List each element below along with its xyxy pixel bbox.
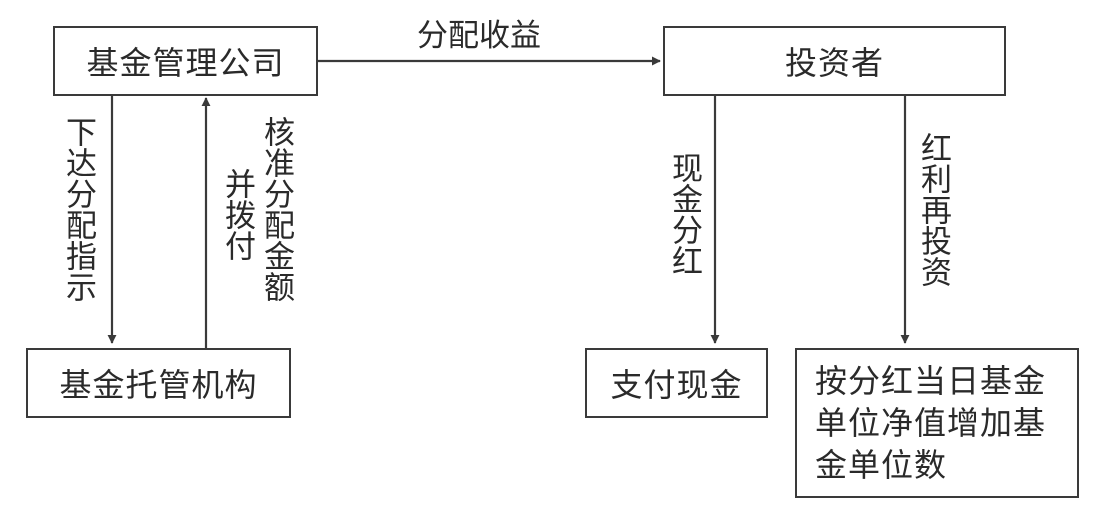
custodian-box: 基金托管机构 <box>26 348 291 418</box>
custodian-label: 基金托管机构 <box>59 366 258 404</box>
verify-amount-label: 核准分配金额 <box>258 116 294 302</box>
fund-company-box: 基金管理公司 <box>53 26 318 96</box>
dividend-reinvest-label: 红利再投资 <box>915 132 951 287</box>
issue-instruction-label: 下达分配指示 <box>60 116 96 302</box>
distribute-income-label: 分配收益 <box>417 18 541 54</box>
reinvest-result-line-1: 按分红当日基金 <box>815 362 1047 400</box>
cash-payment-label: 支付现金 <box>610 366 743 404</box>
reinvest-result-line-3: 金单位数 <box>815 446 948 484</box>
investor-box: 投资者 <box>663 26 1006 96</box>
cash-payment-box: 支付现金 <box>585 348 768 418</box>
cash-dividend-label: 现金分红 <box>666 152 702 276</box>
reinvest-result-box: 按分红当日基金 单位净值增加基 金单位数 <box>795 348 1079 498</box>
investor-label: 投资者 <box>784 44 884 82</box>
and-allocate-label: 并拨付 <box>219 168 255 261</box>
reinvest-result-line-2: 单位净值增加基 <box>815 404 1047 442</box>
fund-company-label: 基金管理公司 <box>86 44 285 82</box>
